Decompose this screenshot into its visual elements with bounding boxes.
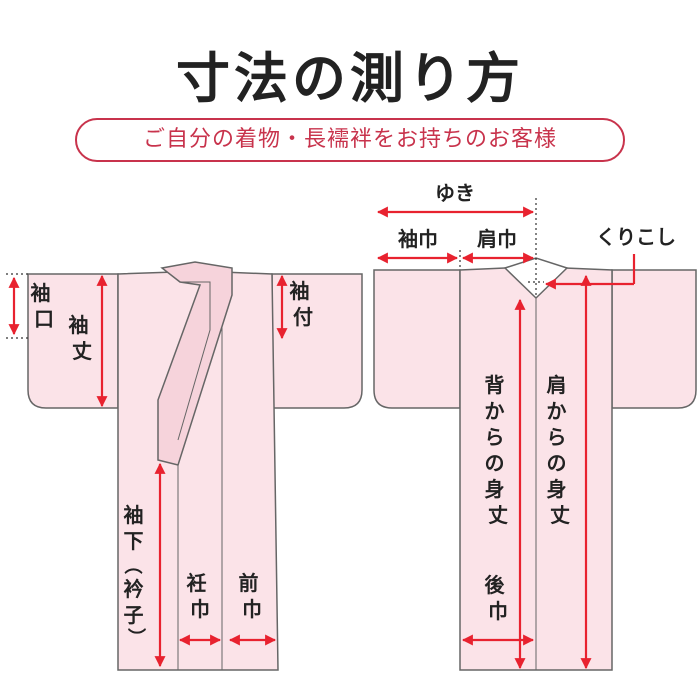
front-collar — [157, 261, 233, 466]
front-collar-inner — [177, 281, 211, 441]
label-sodehaba: 袖巾 — [398, 227, 438, 251]
front-right-sleeve — [271, 273, 363, 409]
back-left-sleeve — [373, 269, 461, 409]
label-senaka-mitake: 背 か ら の 身 丈 — [485, 373, 512, 527]
label-katahaba: 肩巾 — [477, 227, 517, 251]
page-title: 寸法の測り方 — [176, 46, 524, 110]
front-left-sleeve — [27, 273, 119, 409]
kimono-back — [373, 257, 697, 671]
label-sodetake: 袖 丈 — [69, 313, 96, 363]
subtitle-badge: ご自分の着物・長襦袢をお持ちのお客様 — [75, 118, 625, 162]
label-ushirohaba: 後 巾 — [485, 573, 512, 623]
back-right-sleeve — [611, 269, 697, 409]
label-maehaba: 前 巾 — [239, 571, 266, 621]
label-yuki: ゆき — [435, 181, 475, 205]
label-sodetsuke: 袖 付 — [290, 279, 317, 329]
label-kata-mitake: 肩 か ら の 身 丈 — [547, 373, 574, 527]
label-sodeguchi: 袖 口 — [31, 281, 58, 331]
label-sodeshita: 袖 下 ︵ 衿 子 ︶ — [124, 503, 151, 649]
label-kurikoshi: くりこし — [596, 225, 676, 249]
label-okumihaba: 衽 巾 — [186, 571, 214, 621]
